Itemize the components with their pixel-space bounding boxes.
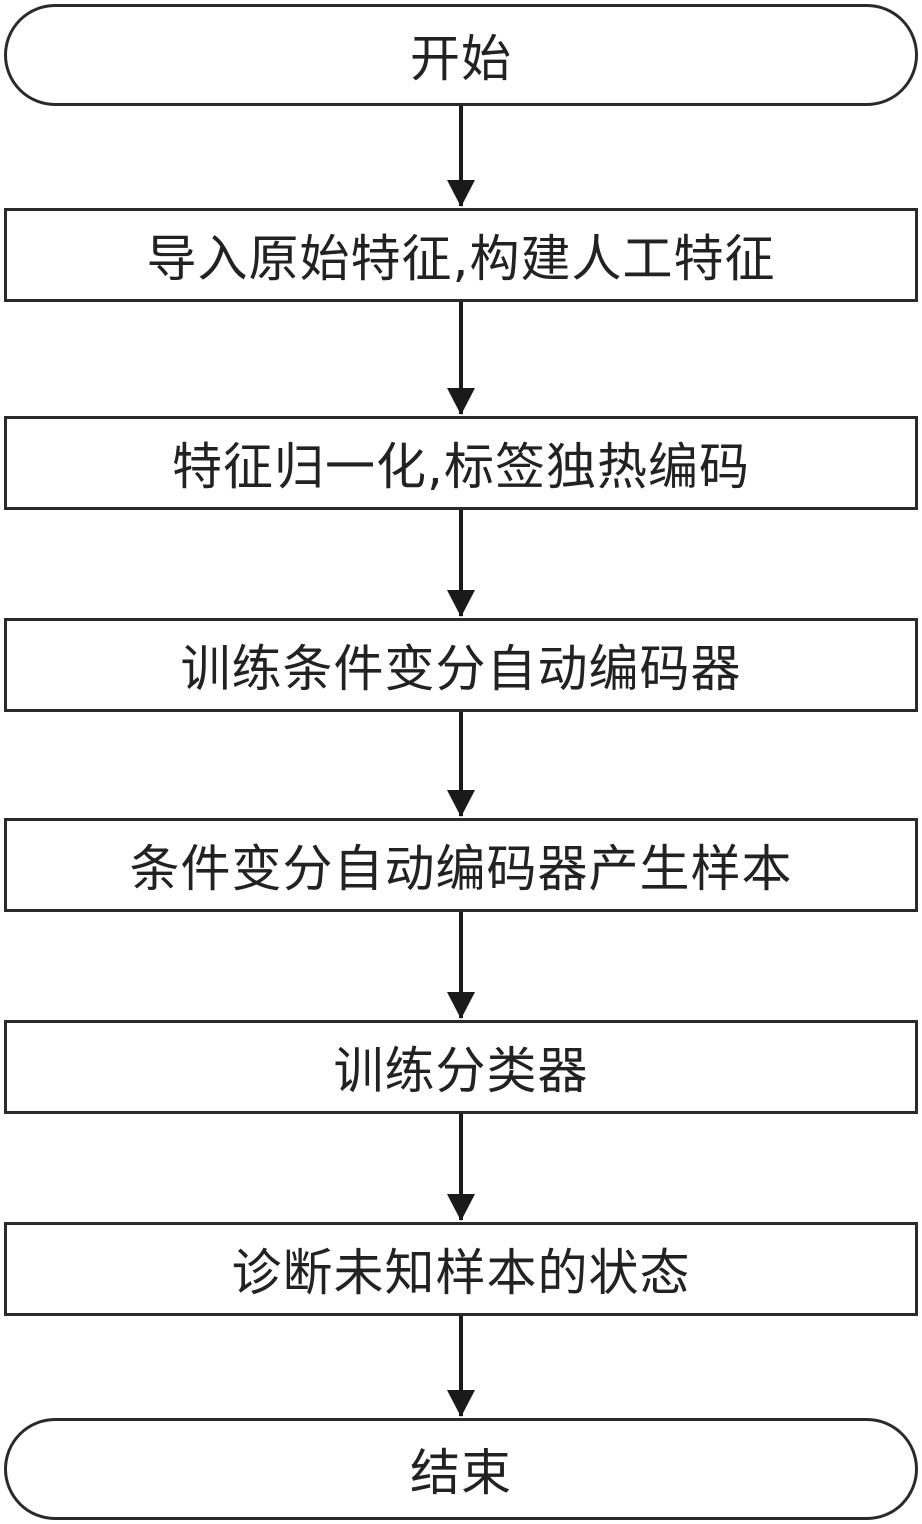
process-step-generate-samples: 条件变分自动编码器产生样本: [4, 818, 918, 912]
arrowhead-7: [447, 1390, 475, 1417]
process-step-import-features: 导入原始特征,构建人工特征: [4, 208, 918, 302]
step-label: 训练条件变分自动编码器: [180, 640, 742, 698]
arrowhead-4: [447, 790, 475, 817]
process-step-diagnose: 诊断未知样本的状态: [4, 1222, 918, 1316]
process-step-train-classifier: 训练分类器: [4, 1020, 918, 1114]
end-label: 结束: [410, 1444, 512, 1502]
start-label: 开始: [410, 30, 512, 88]
process-step-normalize-encode: 特征归一化,标签独热编码: [4, 416, 918, 510]
arrowhead-1: [447, 180, 475, 207]
end-terminal: 结束: [4, 1418, 918, 1520]
step-label: 诊断未知样本的状态: [231, 1244, 691, 1302]
arrowhead-3: [447, 590, 475, 617]
step-label: 导入原始特征,构建人工特征: [146, 230, 776, 288]
arrowhead-2: [447, 388, 475, 415]
arrowhead-6: [447, 1194, 475, 1221]
process-step-train-cvae: 训练条件变分自动编码器: [4, 618, 918, 712]
step-label: 条件变分自动编码器产生样本: [129, 840, 793, 898]
arrowhead-5: [447, 992, 475, 1019]
step-label: 训练分类器: [333, 1042, 589, 1100]
step-label: 特征归一化,标签独热编码: [172, 438, 750, 496]
start-terminal: 开始: [4, 4, 918, 106]
